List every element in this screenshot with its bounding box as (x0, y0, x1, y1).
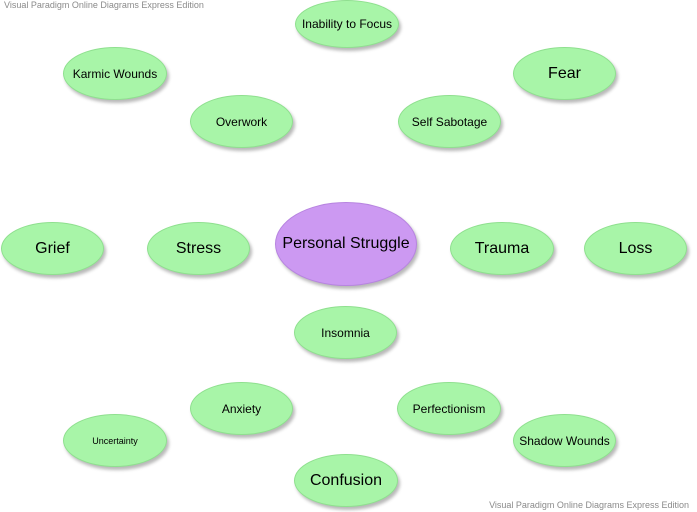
node-karmic-wounds[interactable]: Karmic Wounds (63, 47, 167, 100)
node-stress[interactable]: Stress (147, 222, 250, 275)
node-grief[interactable]: Grief (1, 222, 104, 275)
node-uncertainty[interactable]: Uncertainty (63, 414, 167, 467)
node-shadow-wounds[interactable]: Shadow Wounds (513, 414, 616, 467)
node-confusion[interactable]: Confusion (294, 454, 398, 507)
node-self-sabotage[interactable]: Self Sabotage (398, 95, 501, 148)
node-perfectionism[interactable]: Perfectionism (397, 382, 501, 435)
node-insomnia[interactable]: Insomnia (294, 306, 397, 359)
watermark-top: Visual Paradigm Online Diagrams Express … (4, 0, 204, 10)
node-loss[interactable]: Loss (584, 222, 687, 275)
node-anxiety[interactable]: Anxiety (190, 382, 293, 435)
node-trauma[interactable]: Trauma (450, 222, 554, 275)
watermark-bottom: Visual Paradigm Online Diagrams Express … (489, 500, 689, 510)
node-overwork[interactable]: Overwork (190, 95, 293, 148)
node-fear[interactable]: Fear (513, 47, 616, 100)
node-inability-to-focus[interactable]: Inability to Focus (295, 0, 399, 48)
node-personal-struggle[interactable]: Personal Struggle (275, 202, 417, 286)
